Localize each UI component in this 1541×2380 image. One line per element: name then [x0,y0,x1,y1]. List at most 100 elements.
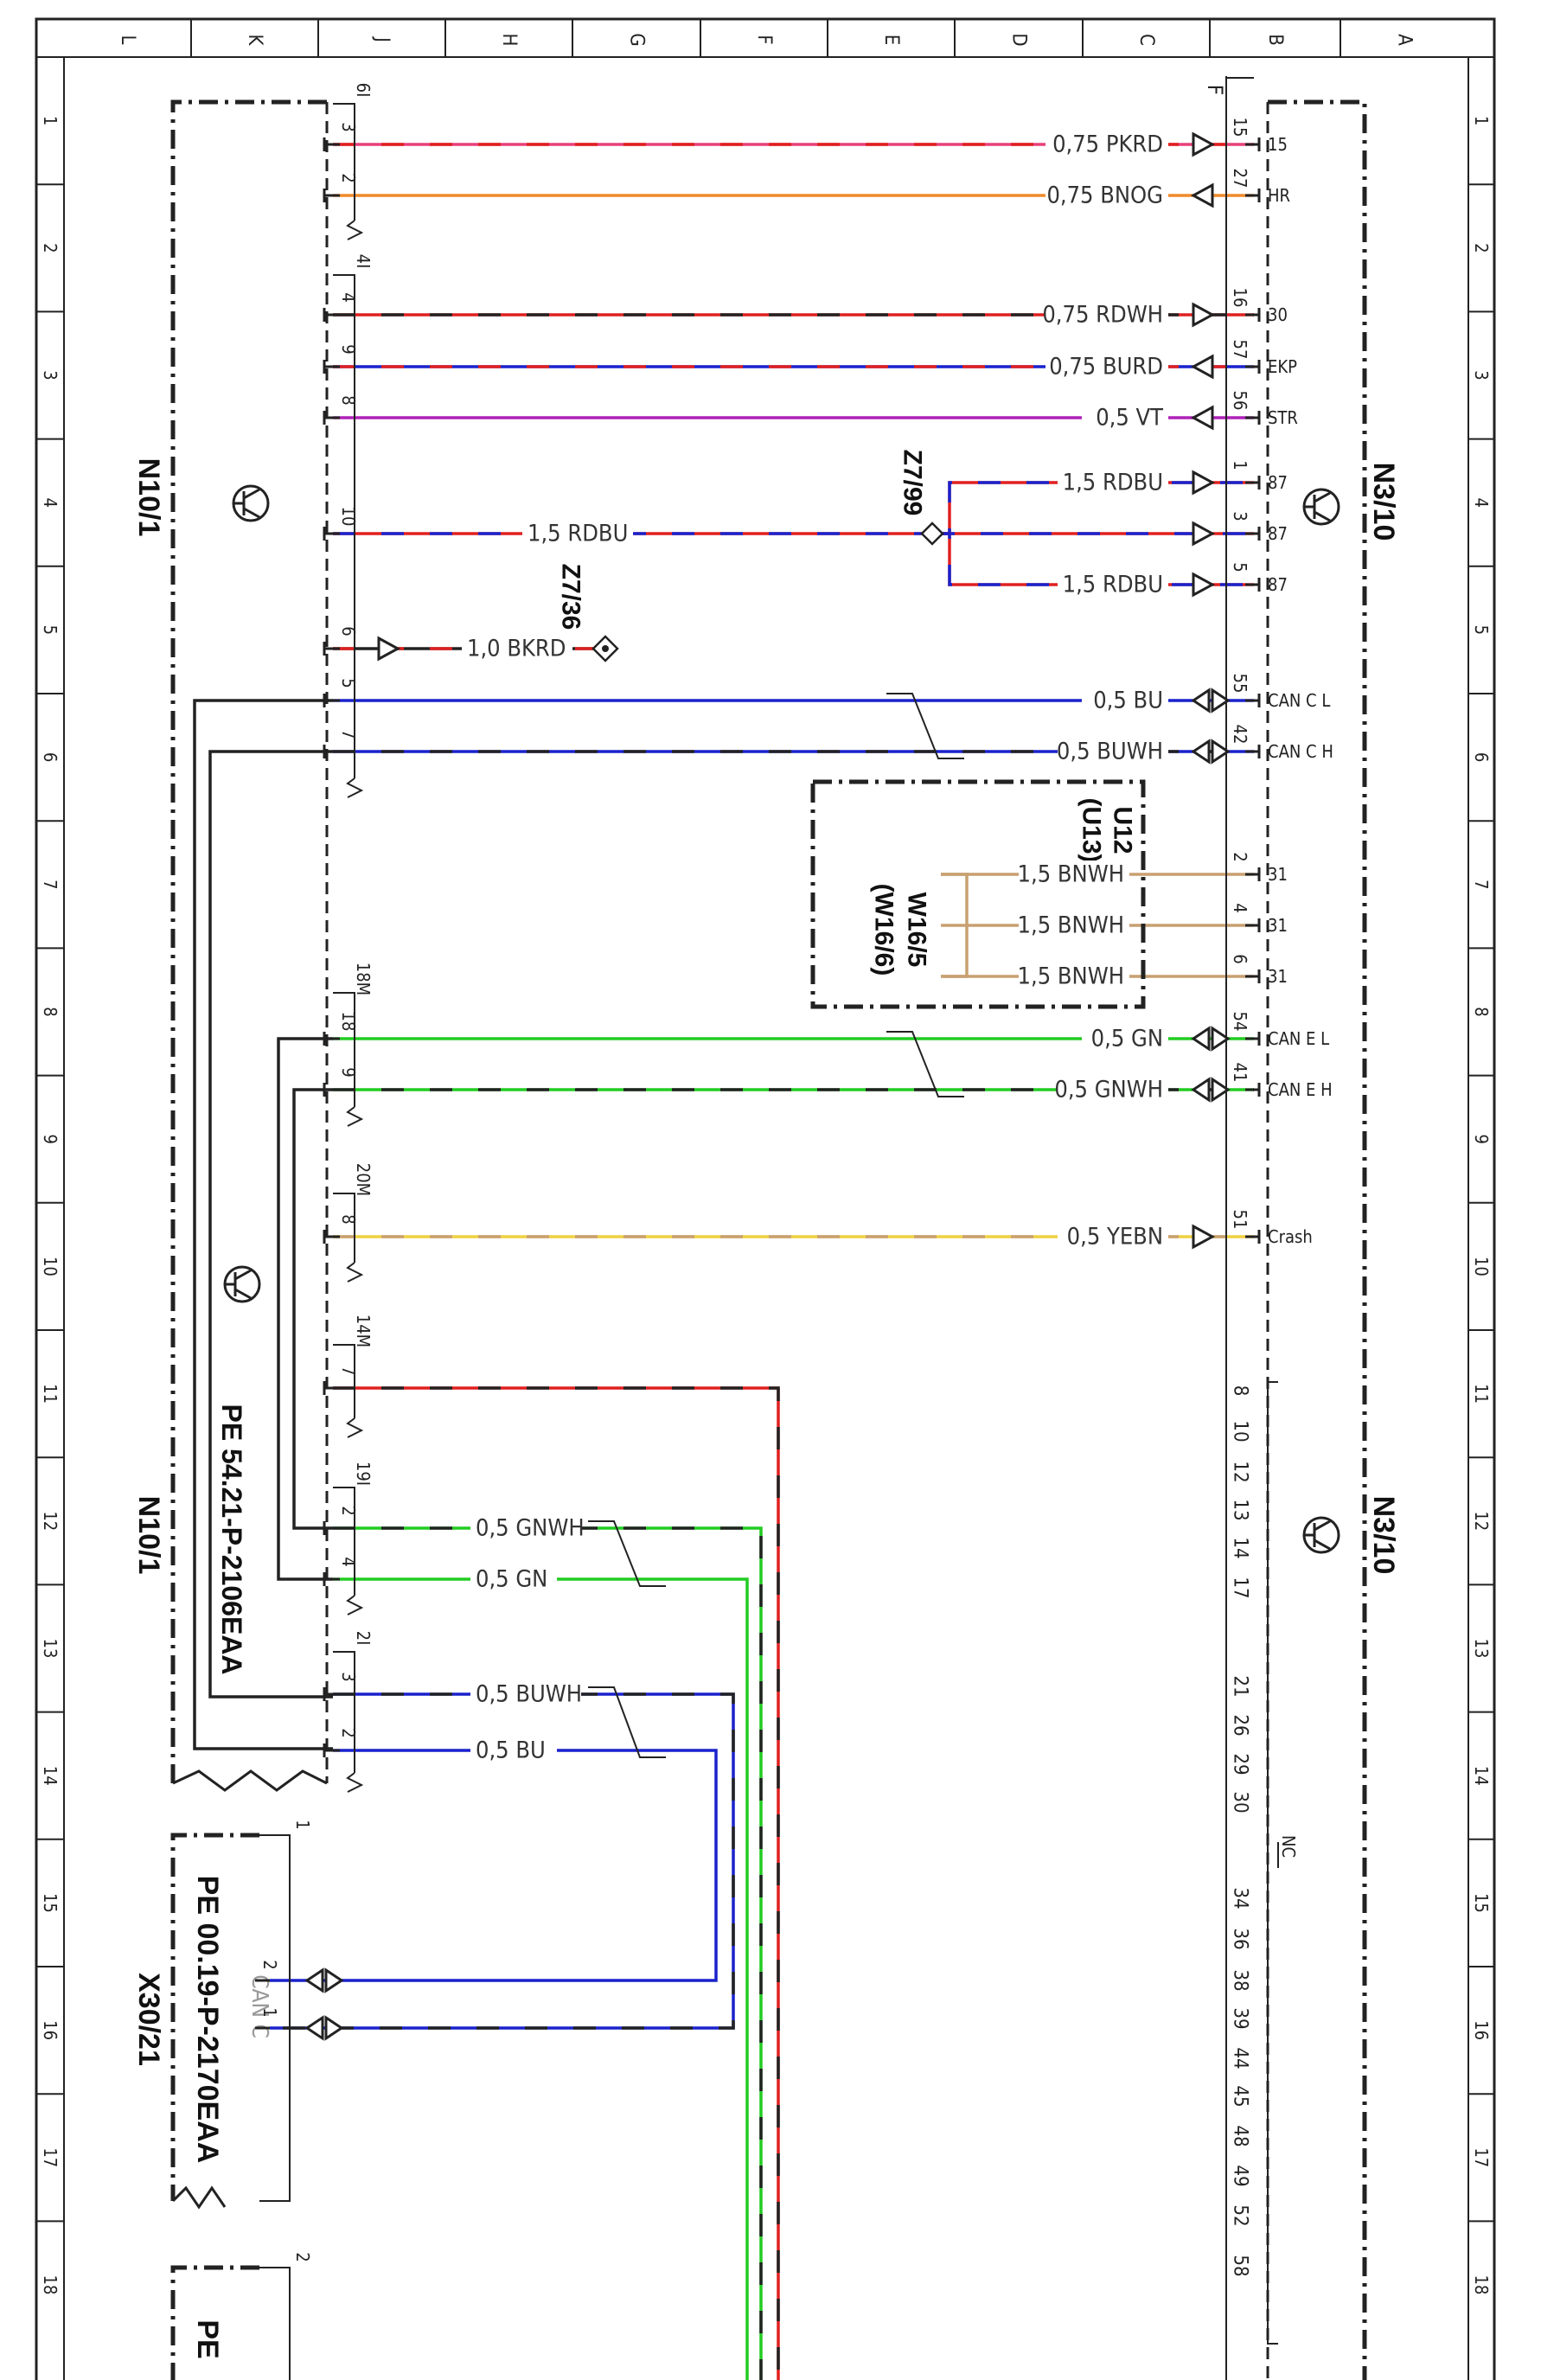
label-bg [1082,1025,1168,1052]
wire-label: 0,5 BU [476,1737,546,1764]
wire-label: 1,5 RDBU [528,521,628,547]
label-bg [1082,687,1168,714]
right-pin-number: 56 [1230,391,1250,411]
row-number: 9 [40,1134,61,1143]
column-letter: J [371,35,393,42]
component-label-x30-21: X30/21 [132,1973,165,2066]
pin-signal: EKP [1268,356,1297,377]
row-number: 6 [40,752,61,762]
nc-pin-number: 39 [1230,2007,1251,2029]
label-bg [522,520,633,547]
component-n3-10-box [1268,99,1367,2380]
row-number: 18 [40,2275,61,2295]
wire-gnwh [333,1526,763,2380]
wire-label: 0,5 GN [1091,1026,1163,1052]
label-bg [1045,353,1168,381]
left-pin-number: 18 [338,1012,359,1032]
row-number: 8 [40,1007,61,1016]
row-number: 13 [40,1639,61,1659]
row-number: 9 [1471,1134,1492,1143]
ground-splice-label: (W16/6) [870,884,898,976]
pin-signal: 87 [1268,472,1288,493]
connector-group-label: 4I [353,254,374,269]
right-pin-number: 16 [1230,288,1250,308]
pin-signal: 30 [1268,304,1288,325]
label-bg [1058,1223,1168,1251]
connector-frame [333,103,355,221]
row-number: 18 [1471,2275,1492,2295]
nc-pin-number: 10 [1230,1420,1251,1442]
row-number: 12 [40,1511,61,1531]
wire-label: 1,0 BKRD [467,636,566,662]
row-number: 8 [1471,1007,1492,1016]
wire-label: 0,5 GNWH [476,1515,585,1542]
nc-pin-number: 48 [1230,2125,1251,2146]
sheet-frame [35,17,1496,2380]
left-pin-number: 3 [338,122,359,131]
label-bg [1045,301,1168,329]
row-number: 16 [40,2020,61,2040]
label-bg [1082,404,1168,432]
pin-signal: CAN C L [1268,690,1330,711]
pin-signal: CAN C H [1268,741,1333,762]
nc-pin-number: 36 [1230,1928,1251,1949]
label-bg [470,1514,581,1542]
left-pin-number: 9 [338,344,359,354]
connector-group-label: 19I [353,1462,374,1486]
transistor-stroke [1314,491,1331,503]
row-number: 17 [1471,2147,1492,2167]
connector-zigzag [346,1262,364,1283]
arrow-both [1211,688,1231,713]
wire-label: 1,5 BNWH [1018,912,1124,939]
transistor-stroke [243,507,260,519]
twist-mark [588,1686,666,1758]
nc-pin-number: 34 [1230,1887,1251,1909]
right-pin-number: 6 [1230,954,1250,963]
row-number: 1 [1471,116,1492,125]
ground-splice-label: W16/5 [903,892,931,968]
left-pin-number: 8 [338,1214,359,1224]
component-n10-1-box [170,99,327,1783]
reference-pe: PE 54.21-P-2106EAA [216,1404,247,1674]
nc-pin-number: 17 [1230,1577,1251,1598]
row-number: 12 [1471,1511,1492,1531]
x30-pin-number: 2 [259,1960,280,1969]
connector-zigzag [346,1417,364,1438]
left-pin-number: 3 [338,1672,359,1681]
right-pin-number: 1 [1230,460,1250,470]
ground-point-box [810,779,1146,1009]
connector-frame [333,1193,355,1263]
left-pin-number: 5 [338,678,359,688]
pin-signal: 31 [1268,915,1288,936]
row-number: 11 [40,1384,61,1404]
right-pin-number: 15 [1230,118,1250,138]
label-bg [1019,963,1129,990]
wire-internal [193,699,333,1750]
arrow-left [1190,405,1214,431]
twist-mark [588,1520,666,1587]
wire-label: 1,5 RDBU [1063,572,1163,598]
wire-label: 0,75 PKRD [1052,131,1163,158]
nc-pin-number: 38 [1230,1969,1251,1991]
wire-label: 1,5 BNWH [1018,963,1124,990]
label-bg [1058,738,1168,765]
pin-signal: 31 [1268,966,1288,987]
label-bg [1045,182,1168,209]
column-letter: L [117,35,138,44]
connector-group-label: 1 [292,1820,313,1829]
wire-bu [270,1749,718,1982]
wire-label: 0,5 YEBN [1067,1224,1163,1251]
column-letter: C [1135,34,1157,46]
column-letter: B [1264,34,1286,46]
row-number: 2 [1471,243,1492,253]
nc-label: NC [1278,1835,1299,1858]
ground-box-label: (U13) [1077,797,1106,862]
wire-label: 0,5 BUWH [476,1681,582,1708]
ground-box-label: U12 [1109,806,1137,854]
row-number: 13 [1471,1639,1492,1659]
nc-pin-number: 14 [1230,1537,1251,1558]
nc-pin-number: 44 [1230,2047,1251,2069]
label-bg [1045,131,1168,158]
